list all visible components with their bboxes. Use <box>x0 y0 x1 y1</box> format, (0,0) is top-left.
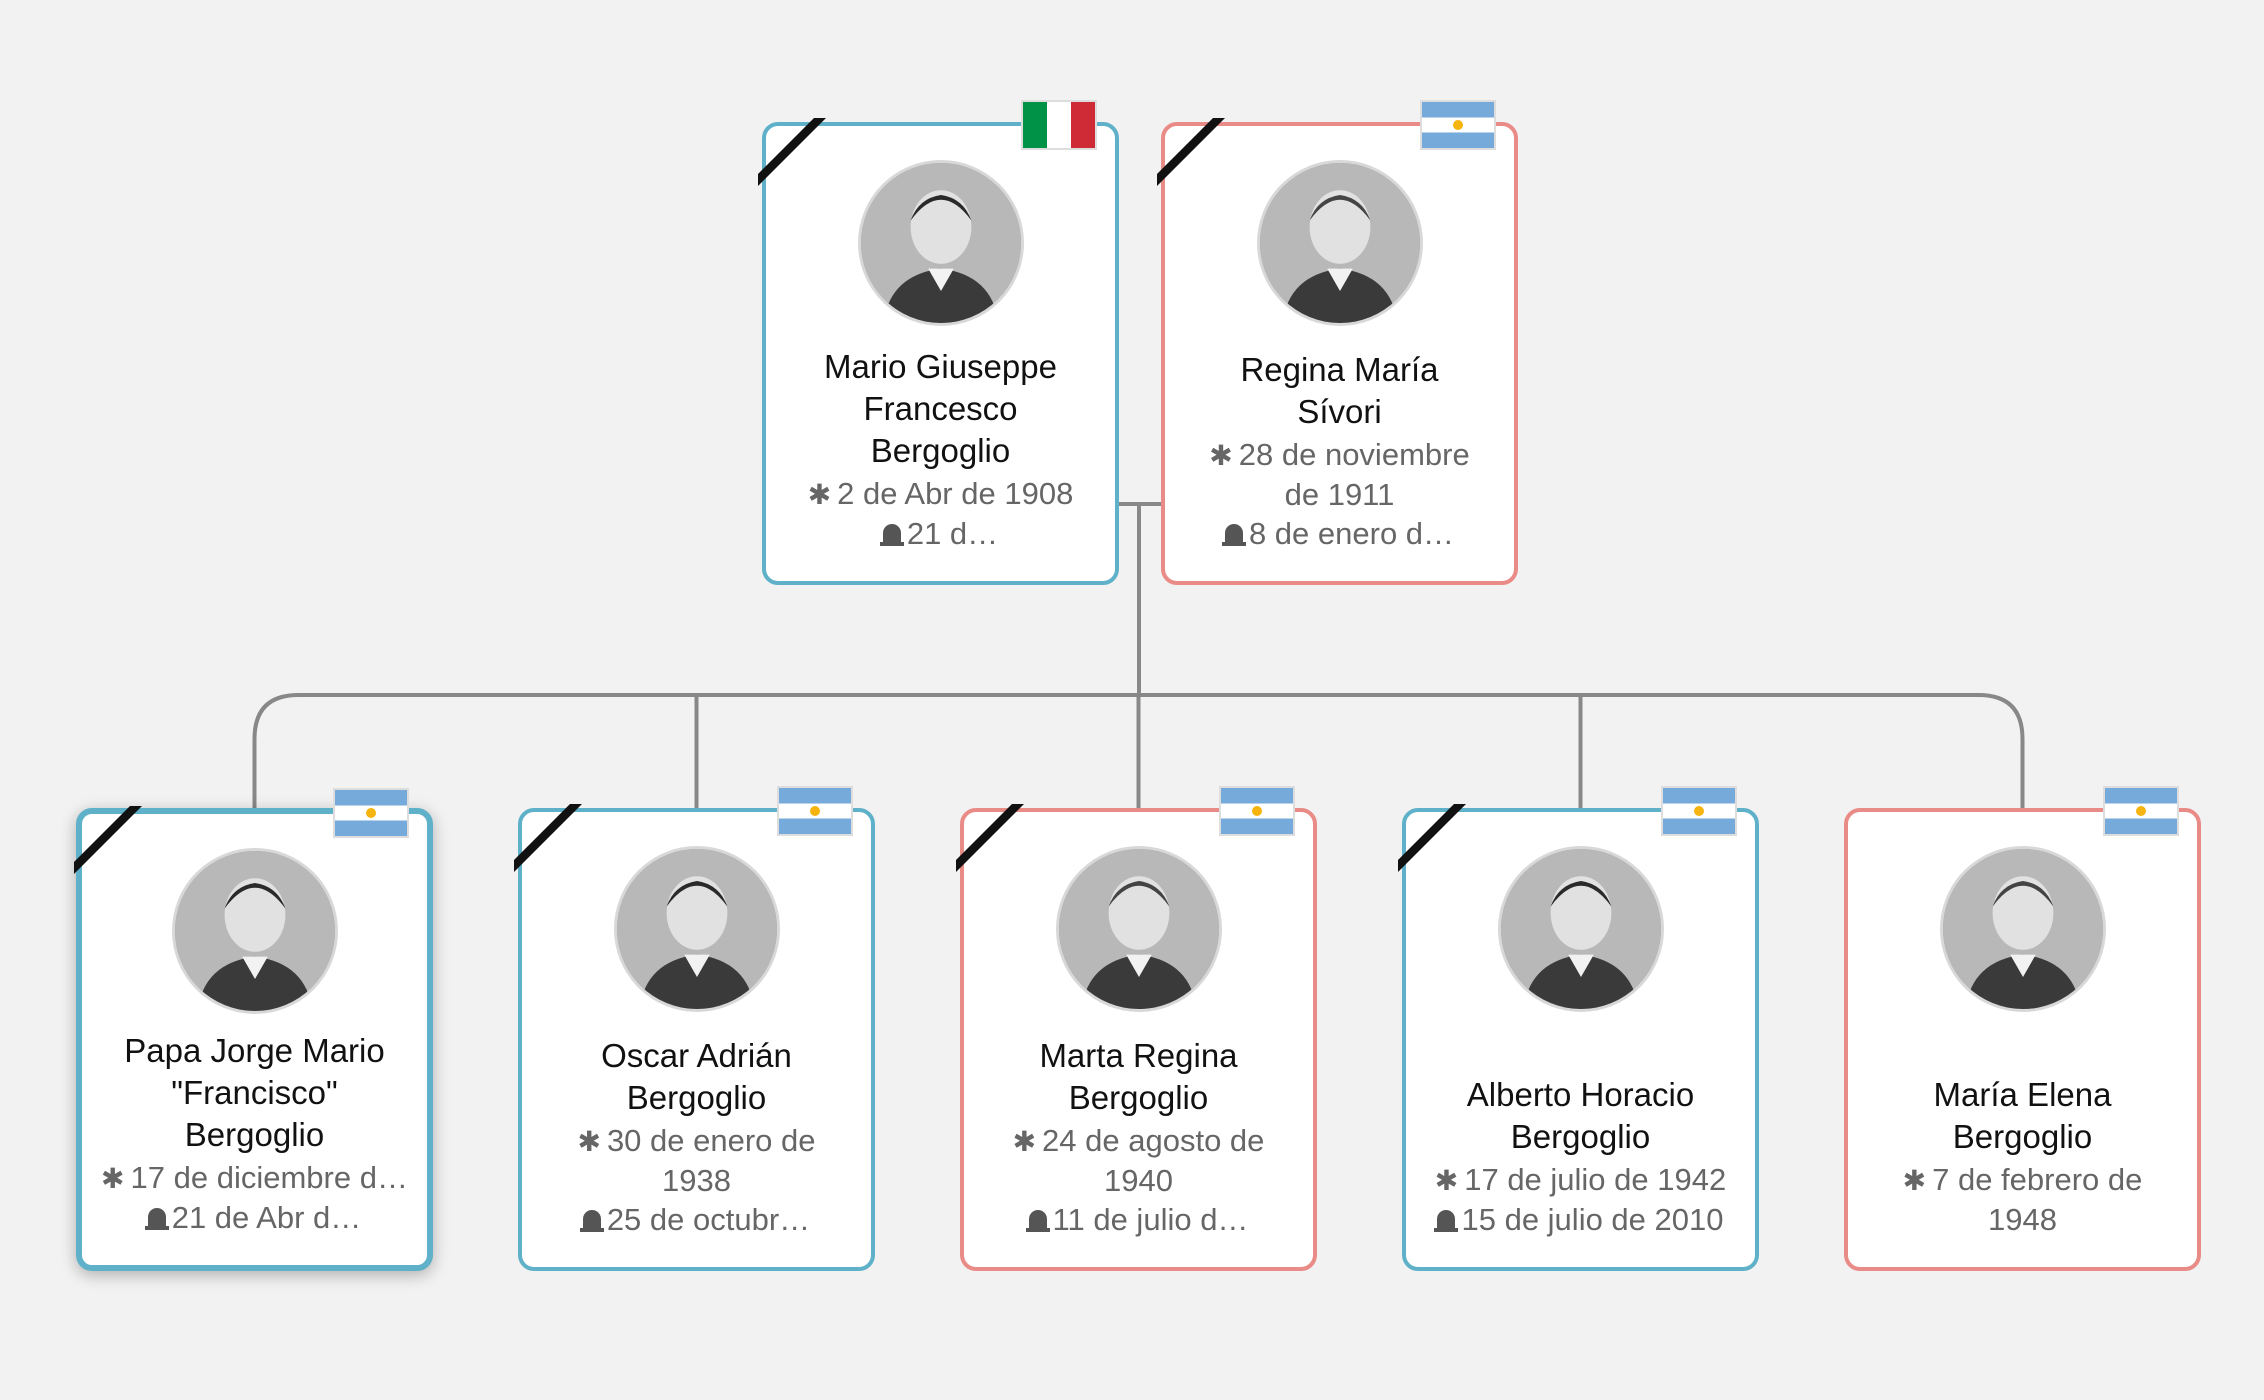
mourning-ribbon-icon <box>514 804 582 872</box>
person-name: Marta Regina Bergoglio <box>1039 1037 1238 1116</box>
tombstone-icon <box>144 1208 169 1230</box>
person-card-jorge[interactable]: Papa Jorge Mario "Francisco" Bergoglio ✱1… <box>74 788 433 1271</box>
birth-date: ✱7 de febrero de 1948 <box>1902 1162 2143 1237</box>
birth-date: ✱28 de noviembre de 1911 <box>1209 437 1470 512</box>
death-date: 11 de julio d… <box>974 1200 1303 1239</box>
birth-asterisk-icon: ✱ <box>1902 1165 1927 1196</box>
person-card-regina[interactable]: Regina María Sívori✱28 de noviembre de 1… <box>1157 100 1518 585</box>
tombstone-icon <box>579 1210 604 1232</box>
person-photo <box>1256 160 1423 326</box>
argentina-flag-icon <box>1661 786 1737 836</box>
argentina-flag-icon <box>1219 786 1295 836</box>
tombstone-icon <box>1434 1210 1459 1232</box>
person-card-marta[interactable]: Marta Regina Bergoglio✱24 de agosto de 1… <box>956 786 1317 1271</box>
death-date: 15 de julio de 2010 <box>1416 1200 1745 1239</box>
birth-asterisk-icon: ✱ <box>577 1126 601 1157</box>
mourning-ribbon-icon <box>956 804 1024 872</box>
mourning-ribbon-icon <box>1157 118 1225 186</box>
person-name: Papa Jorge Mario "Francisco" Bergoglio <box>124 1032 385 1153</box>
person-card-mario[interactable]: Mario Giuseppe Francesco Bergoglio ✱2 de … <box>758 100 1119 585</box>
person-photo <box>1497 846 1664 1012</box>
person-photo <box>1939 846 2106 1012</box>
birth-date: ✱17 de julio de 1942 <box>1434 1162 1727 1197</box>
person-name: Oscar Adrián Bergoglio <box>601 1037 792 1116</box>
person-name: Regina María Sívori <box>1240 351 1439 430</box>
birth-date: ✱30 de enero de 1938 <box>577 1123 816 1198</box>
mourning-ribbon-icon <box>74 806 142 874</box>
person-name: Alberto Horacio Bergoglio <box>1466 1076 1695 1155</box>
birth-date: ✱24 de agosto de 1940 <box>1012 1123 1265 1198</box>
birth-asterisk-icon: ✱ <box>1012 1126 1037 1157</box>
tombstone-icon <box>879 524 904 546</box>
person-photo <box>1055 846 1222 1012</box>
death-date: 25 de octubr… <box>532 1200 861 1239</box>
person-name: Mario Giuseppe Francesco Bergoglio <box>824 348 1057 469</box>
person-card-alberto[interactable]: Alberto Horacio Bergoglio ✱17 de julio de… <box>1398 786 1759 1271</box>
birth-asterisk-icon: ✱ <box>1209 440 1233 471</box>
birth-date: ✱2 de Abr de 1908 <box>807 476 1074 511</box>
person-photo <box>613 846 780 1012</box>
italy-flag-icon <box>1021 100 1097 150</box>
birth-asterisk-icon: ✱ <box>101 1163 125 1194</box>
argentina-flag-icon <box>333 788 409 838</box>
death-date: 21 d… <box>776 514 1105 553</box>
birth-asterisk-icon: ✱ <box>807 479 832 510</box>
tombstone-icon <box>1221 524 1246 546</box>
birth-asterisk-icon: ✱ <box>1434 1165 1459 1196</box>
person-card-oscar[interactable]: Oscar Adrián Bergoglio✱30 de enero de 19… <box>514 786 875 1271</box>
death-date: 8 de enero d… <box>1175 514 1504 553</box>
person-card-maria[interactable]: María Elena Bergoglio✱7 de febrero de 19… <box>1844 786 2201 1271</box>
person-photo <box>857 160 1024 326</box>
mourning-ribbon-icon <box>758 118 826 186</box>
person-name: María Elena Bergoglio <box>1933 1076 2112 1155</box>
death-date: 21 de Abr d… <box>92 1198 417 1237</box>
argentina-flag-icon <box>2103 786 2179 836</box>
argentina-flag-icon <box>777 786 853 836</box>
person-photo <box>171 848 338 1014</box>
tombstone-icon <box>1025 1210 1050 1232</box>
argentina-flag-icon <box>1420 100 1496 150</box>
birth-date: ✱17 de diciembre d… <box>101 1160 408 1195</box>
mourning-ribbon-icon <box>1398 804 1466 872</box>
